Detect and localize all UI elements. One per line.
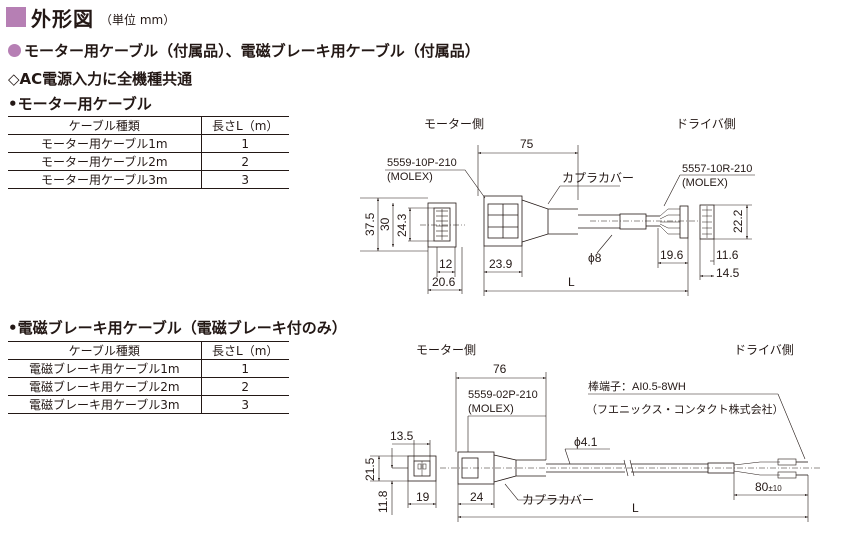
dim-80: 80±10 [755, 480, 782, 494]
table-cell: 1 [201, 359, 289, 378]
motor-coupler-body [483, 195, 523, 247]
ferrule-terminal-2 [777, 471, 797, 479]
motor-side-label: モーター側 [424, 117, 484, 131]
table-cell: モーター用ケーブル2m [8, 152, 202, 171]
table-row: モーター用ケーブル2m 2 [8, 152, 289, 171]
coupler-cover-label: カプラカバー [562, 171, 634, 185]
brake-connector-maker: (MOLEX) [468, 403, 514, 415]
brake-cable-table: ケーブル種類 長さL（m） 電磁ブレーキ用ケーブル1m 1 電磁ブレーキ用ケーブ… [8, 341, 289, 414]
motor-cable-drawing [360, 145, 755, 296]
brake-coupler-cover-label: カプラカバー [522, 493, 594, 507]
dim-23-9: 23.9 [489, 257, 513, 271]
ferrule-maker: （フエニックス・コンタクト株式会社） [586, 402, 784, 416]
title-unit: （単位 mm） [100, 12, 176, 27]
left-connector-part: 5559-10P-210 [387, 157, 457, 169]
brake-connector-front-view [407, 455, 437, 482]
table-cell: 電磁ブレーキ用ケーブル1m [8, 359, 202, 378]
page-title: 外形図 （単位 mm） [6, 4, 176, 31]
common-note: ◇AC電源入力に全機種共通 [8, 70, 193, 88]
title-text: 外形図 [31, 6, 94, 31]
column-header: 長さL（m） [201, 116, 289, 135]
table-cell: 2 [201, 377, 289, 396]
brake-driver-side-label: ドライバ側 [734, 343, 794, 357]
table-cell: 2 [201, 152, 289, 171]
table-cell: モーター用ケーブル3m [8, 170, 202, 189]
dim-21-5: 21.5 [363, 457, 377, 481]
dim-19-6: 19.6 [660, 248, 684, 262]
table-row: モーター用ケーブル1m 1 [8, 134, 289, 153]
table-header-row: ケーブル種類 長さL（m） [8, 341, 289, 360]
dim-19: 19 [416, 490, 430, 504]
driver-side-label: ドライバ側 [676, 117, 736, 131]
dim-12: 12 [439, 257, 453, 271]
dim-30: 30 [378, 217, 392, 231]
brake-section-heading: •電磁ブレーキ用ケーブル（電磁ブレーキ付のみ） [8, 319, 347, 337]
table-cell: 3 [201, 170, 289, 189]
dim-76: 76 [493, 362, 507, 376]
brake-connector-part: 5559-02P-210 [468, 389, 538, 401]
dim-24-3: 24.3 [395, 213, 409, 237]
subheading: モーター用ケーブル（付属品）、電磁ブレーキ用ケーブル（付属品） [8, 40, 480, 61]
dim-L-motor: L [568, 275, 575, 289]
ferrule-label: 棒端子：AI0.5-8WH [588, 379, 686, 393]
right-connector-part: 5557-10R-210 [682, 163, 752, 175]
table-row: モーター用ケーブル3m 3 [8, 170, 289, 189]
table-cell: 1 [201, 134, 289, 153]
table-row: 電磁ブレーキ用ケーブル2m 2 [8, 377, 289, 396]
table-header-row: ケーブル種類 長さL（m） [8, 116, 289, 135]
left-connector-maker: (MOLEX) [387, 171, 433, 183]
dim-L-brake: L [632, 501, 639, 515]
dim-80-tolerance: ±10 [768, 484, 782, 493]
subheading-text: モーター用ケーブル（付属品）、電磁ブレーキ用ケーブル（付属品） [24, 42, 480, 60]
brake-motor-side-label: モーター側 [416, 343, 476, 357]
dim-11-6: 11.6 [716, 248, 739, 262]
dim-37-5: 37.5 [363, 212, 377, 236]
dim-11-8: 11.8 [376, 490, 390, 513]
driver-connector-front [699, 204, 715, 240]
dim-14-5: 14.5 [716, 266, 740, 280]
dim-22-2: 22.2 [731, 209, 745, 233]
dim-80-value: 80 [755, 480, 769, 494]
table-row: 電磁ブレーキ用ケーブル3m 3 [8, 395, 289, 414]
dim-75: 75 [520, 137, 534, 151]
brake-cable-drawing [370, 372, 820, 522]
coupler-cover-outline [521, 199, 578, 243]
title-square-icon [6, 7, 26, 27]
motor-cable-table: ケーブル種類 長さL（m） モーター用ケーブル1m 1 モーター用ケーブル2m … [8, 116, 289, 189]
right-connector-maker: (MOLEX) [682, 177, 728, 189]
table-cell: モーター用ケーブル1m [8, 134, 202, 153]
column-header: 長さL（m） [201, 341, 289, 360]
dim-phi4-1: ϕ4.1 [574, 435, 598, 449]
table-cell: 電磁ブレーキ用ケーブル2m [8, 377, 202, 396]
motor-section-heading: •モーター用ケーブル [8, 95, 152, 113]
dim-13-5: 13.5 [390, 429, 414, 443]
bullet-circle-icon [8, 44, 21, 57]
table-cell: 電磁ブレーキ用ケーブル3m [8, 395, 202, 414]
dim-24: 24 [470, 490, 484, 504]
brake-coupler-cover [493, 454, 546, 483]
brake-coupler-body [457, 451, 495, 485]
ferrule-terminal-1 [777, 458, 797, 466]
column-header: ケーブル種類 [8, 341, 202, 360]
table-row: 電磁ブレーキ用ケーブル1m 1 [8, 359, 289, 378]
column-header: ケーブル種類 [8, 116, 202, 135]
table-cell: 3 [201, 395, 289, 414]
dim-phi8: ϕ8 [588, 251, 602, 265]
driver-connector-side [679, 205, 689, 239]
dim-20-6: 20.6 [432, 275, 456, 289]
